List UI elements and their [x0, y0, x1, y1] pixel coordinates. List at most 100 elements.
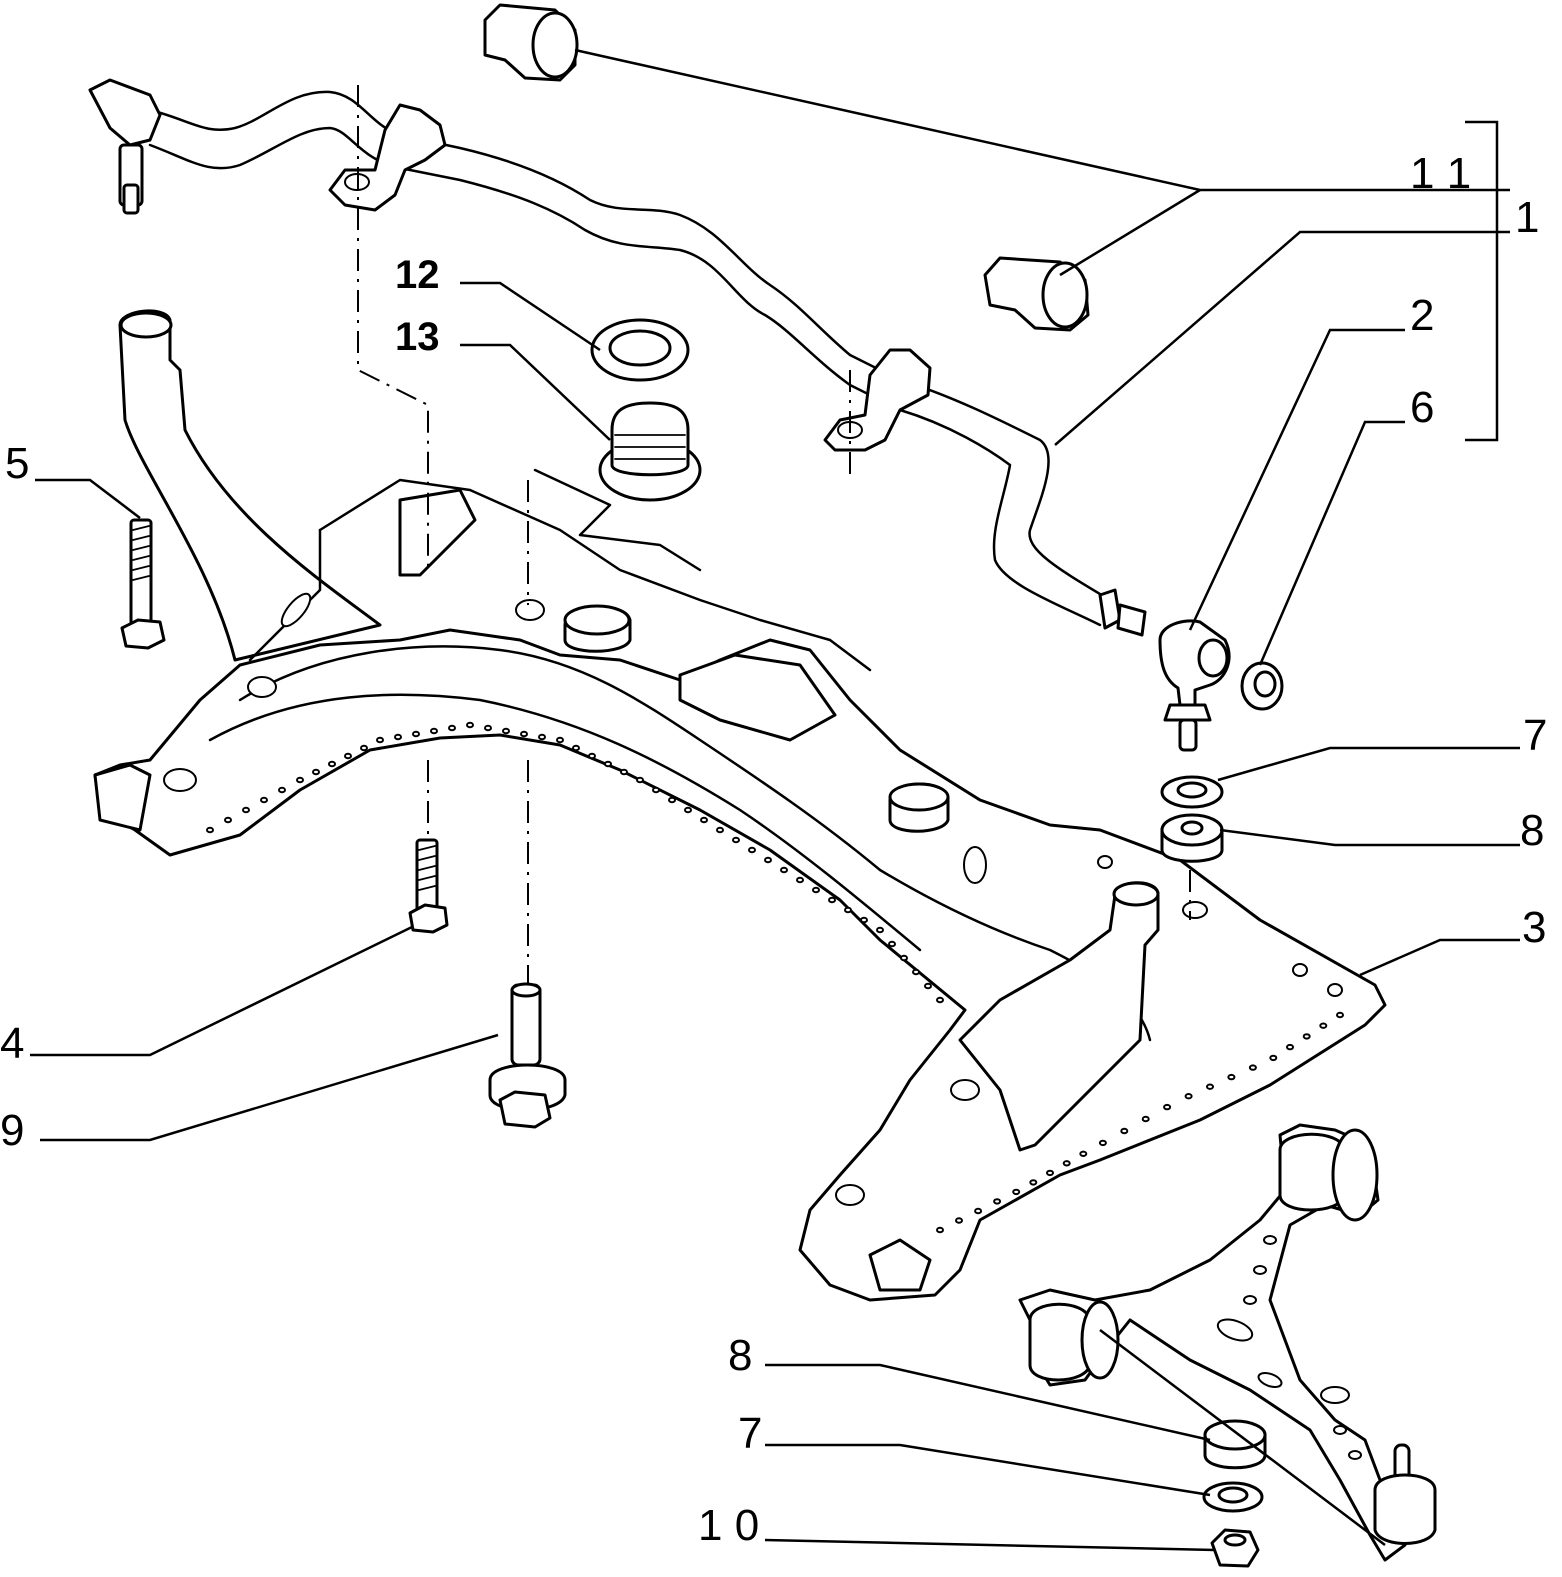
assembly-axis-lines	[357, 85, 1191, 985]
perforation-hole	[484, 724, 492, 732]
perforation-hole	[430, 727, 438, 735]
perforation-hole	[1248, 1064, 1257, 1071]
perforation-hole	[376, 736, 384, 744]
callout-11: 1 1	[1410, 149, 1471, 198]
perforation-hole	[652, 786, 660, 794]
perforation-hole	[466, 721, 474, 729]
grouping-bracket	[1465, 120, 1499, 442]
perforation-hole	[700, 816, 708, 824]
perforation-hole	[502, 727, 510, 735]
perforation-hole	[538, 733, 546, 741]
perforation-hole	[1319, 1022, 1328, 1029]
callout-4: 4	[0, 1019, 24, 1068]
front-subframe	[93, 309, 1387, 1302]
perforation-hole	[394, 733, 402, 741]
callout-13: 13	[395, 315, 440, 359]
perforation-hole	[684, 806, 692, 814]
perforation-hole	[828, 896, 836, 904]
perforation-hole	[796, 876, 804, 884]
perforation-hole	[1120, 1127, 1129, 1135]
perforation-hole	[900, 954, 908, 962]
perforation-hole	[748, 846, 756, 854]
perforation-hole	[1336, 1011, 1344, 1019]
perforation-hole	[636, 776, 644, 784]
perforation-hole	[912, 968, 920, 976]
perforation-hole	[860, 916, 868, 924]
perforation-hole	[1302, 1033, 1311, 1040]
perforation-hole	[812, 886, 820, 894]
callout-10: 1 0	[698, 1501, 759, 1550]
perforation-hole	[620, 768, 628, 776]
perforation-hole	[1269, 1054, 1278, 1062]
perforation-hole	[260, 796, 268, 804]
perforation-hole	[974, 1207, 983, 1215]
perforation-hole	[764, 856, 772, 864]
perforation-hole	[224, 816, 232, 824]
bar-mounting-clamp-right	[823, 348, 932, 452]
callouts: 1 1 1 2 6 7 8 3 5 4 9 12 13 8 7 1 0	[0, 149, 1547, 1550]
perforation-hole	[1141, 1115, 1150, 1123]
perforation-hole	[242, 806, 250, 814]
perforation-hole	[716, 826, 724, 834]
bar-mounting-clamp-left	[328, 103, 447, 212]
callout-6: 6	[1410, 383, 1434, 432]
lower-control-arm	[1018, 1123, 1437, 1562]
perforation-hole	[936, 996, 944, 1004]
rubber-stop-part-13	[598, 401, 702, 502]
callout-8-lower: 8	[728, 1331, 752, 1380]
callout-5: 5	[5, 439, 29, 488]
washer-part-12	[590, 318, 690, 382]
bolt-part-5	[120, 518, 166, 650]
perforation-hole	[278, 786, 286, 794]
perforation-hole	[936, 1226, 944, 1234]
perforation-hole	[993, 1198, 1002, 1205]
perforation-hole	[1098, 1139, 1107, 1147]
callout-12: 12	[395, 253, 440, 297]
perforation-hole	[888, 940, 896, 948]
perforation-hole	[780, 866, 788, 874]
perforation-hole	[732, 836, 740, 844]
perforation-hole	[955, 1217, 963, 1224]
perforation-hole	[344, 752, 352, 760]
perforation-hole	[360, 744, 368, 752]
callout-7-upper: 7	[1523, 711, 1547, 760]
callout-9: 9	[0, 1106, 24, 1155]
perforation-hole	[556, 736, 564, 744]
bushing-part-8-lower	[1203, 1419, 1267, 1470]
perforation-hole	[1062, 1160, 1071, 1167]
bar-bushing-top	[483, 3, 579, 82]
bolt-part-9	[488, 982, 567, 1129]
bolt-part-4	[408, 838, 449, 934]
perforation-hole	[520, 730, 528, 738]
perforation-hole	[296, 776, 304, 784]
perforation-hole	[844, 906, 852, 914]
stabilizer-link-part-2	[1158, 619, 1231, 752]
perforation-hole	[1163, 1103, 1172, 1111]
washer-part-7-upper	[1160, 775, 1224, 809]
perforation-hole	[328, 760, 336, 768]
perforation-hole	[572, 744, 580, 752]
bar-bushing-right	[983, 256, 1090, 332]
flange-perforations	[206, 721, 1344, 1234]
callout-3: 3	[1522, 903, 1546, 952]
callout-8-upper: 8	[1520, 806, 1544, 855]
washer-part-7-lower	[1202, 1481, 1264, 1513]
perforation-hole	[412, 730, 420, 738]
perforation-hole	[604, 760, 612, 768]
perforation-hole	[1046, 1169, 1054, 1177]
perforation-hole	[1029, 1179, 1038, 1186]
perforation-hole	[668, 796, 676, 804]
perforation-hole	[206, 826, 214, 834]
nut-part-6	[1240, 661, 1284, 711]
leader-lines	[30, 48, 1520, 1552]
nut-part-10	[1210, 1528, 1260, 1568]
callout-7-lower: 7	[738, 1409, 762, 1458]
perforation-hole	[448, 724, 456, 732]
perforation-hole	[588, 752, 596, 760]
stabilizer-bar	[88, 78, 1147, 637]
perforation-hole	[924, 982, 932, 990]
perforation-hole	[1286, 1043, 1294, 1051]
callout-1: 1	[1515, 193, 1539, 242]
perforation-hole	[1184, 1093, 1193, 1100]
